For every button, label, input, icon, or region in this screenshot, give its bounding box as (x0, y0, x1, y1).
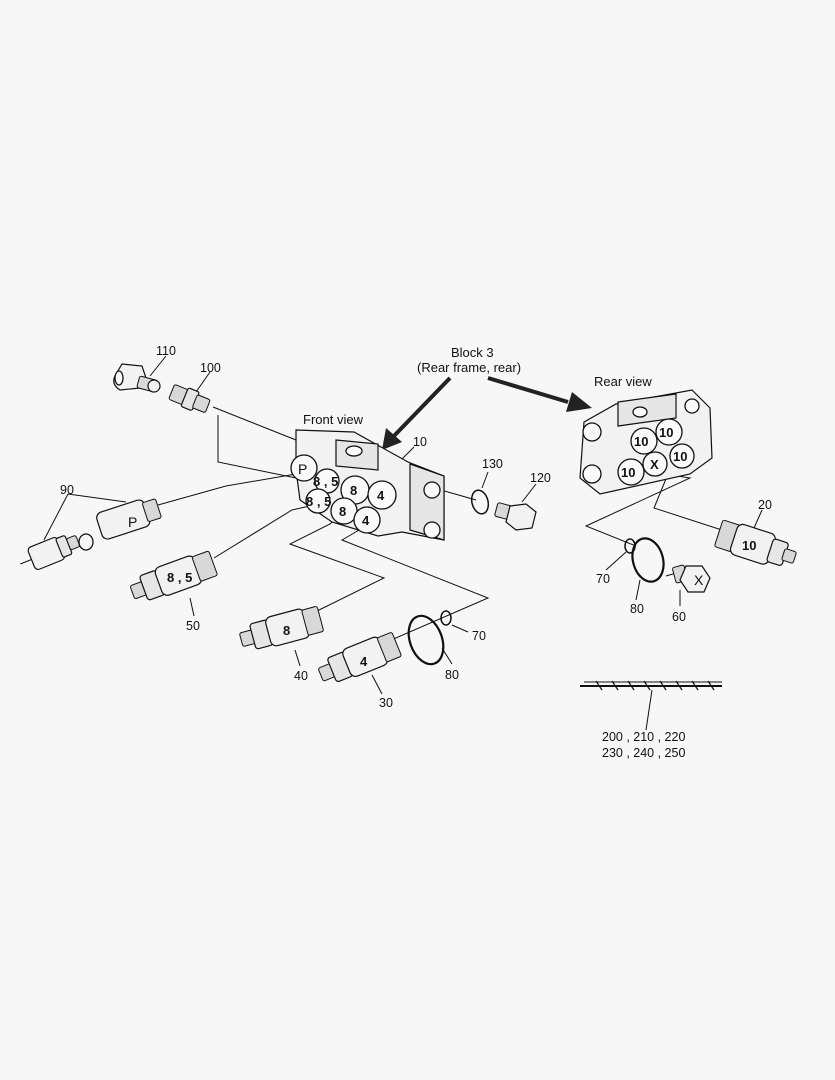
cable-tie-kit (580, 680, 722, 691)
valve-block-front: P 8 , 5 8 4 8 , 5 8 4 (290, 429, 445, 541)
valve-block-rear: 10 10 10 10 X (579, 389, 713, 495)
rear-port-10-label: 10 (673, 449, 687, 464)
callout-50: 50 (186, 619, 200, 633)
front-view-caption: Front view (303, 412, 364, 427)
front-port-8-5-label: 8 , 5 (313, 474, 338, 489)
rear-view-caption: Rear view (594, 374, 652, 389)
rear-port-x-label: X (650, 457, 659, 472)
rear-port-10-label: 10 (621, 465, 635, 480)
callout-20: 20 (758, 498, 772, 512)
callout-110: 110 (156, 344, 176, 358)
rear-port-10-label: 10 (659, 425, 673, 440)
callout-10: 10 (413, 435, 427, 449)
seal-ring-70 (440, 610, 452, 626)
callout-60: 60 (672, 610, 686, 624)
rear-port-10-label: 10 (634, 434, 648, 449)
callout-120: 120 (530, 471, 551, 485)
callout-130: 130 (482, 457, 503, 471)
front-port-8-label: 8 (350, 483, 357, 498)
callout-40: 40 (294, 669, 308, 683)
elbow-fitting-110 (113, 363, 161, 393)
callout-30: 30 (379, 696, 393, 710)
kit-callout-line-2: 230 , 240 , 250 (602, 746, 685, 760)
seal-ring-80 (407, 614, 445, 666)
plug-x-label: X (694, 572, 704, 588)
kit-callout-line-1: 200 , 210 , 220 (602, 730, 685, 744)
front-port-4-lower-label: 4 (362, 513, 370, 528)
block-subcaption: (Rear frame, rear) (417, 360, 521, 375)
callout-70: 70 (472, 629, 486, 643)
callout-numbers: 110 100 10 130 120 90 50 40 30 80 70 70 … (60, 344, 772, 760)
valve-8-label: 8 (283, 623, 290, 638)
seal-ring-80-rear (631, 537, 665, 583)
valve-8-5-label: 8 , 5 (167, 570, 192, 585)
block-arrows (382, 376, 592, 450)
callout-80: 80 (445, 668, 459, 682)
valve-cartridge-8: 8 (239, 606, 324, 650)
front-port-8-lower-label: 8 (339, 504, 346, 519)
adapter-100 (168, 384, 211, 413)
callout-80-rear: 80 (630, 602, 644, 616)
valve-cartridge-p: P (96, 498, 162, 540)
valve-p-label: P (128, 514, 137, 530)
front-port-4-label: 4 (377, 488, 385, 503)
o-ring-130 (470, 489, 490, 515)
valve-4-label: 4 (360, 654, 368, 669)
block-caption: Block 3 (451, 345, 494, 360)
plug-60: X (672, 564, 711, 593)
sensor-90 (20, 533, 94, 571)
valve-cartridge-4: 4 (318, 632, 402, 683)
front-port-p-label: P (298, 461, 307, 477)
callout-90: 90 (60, 483, 74, 497)
front-port-8-5-lower-label: 8 , 5 (306, 494, 331, 509)
callout-100: 100 (200, 361, 221, 375)
valve-cartridge-10: 10 (714, 519, 797, 566)
callout-70-rear: 70 (596, 572, 610, 586)
valve-cartridge-8-5: 8 , 5 (130, 550, 218, 601)
valve-10-label: 10 (742, 538, 756, 553)
plug-120 (494, 502, 537, 531)
